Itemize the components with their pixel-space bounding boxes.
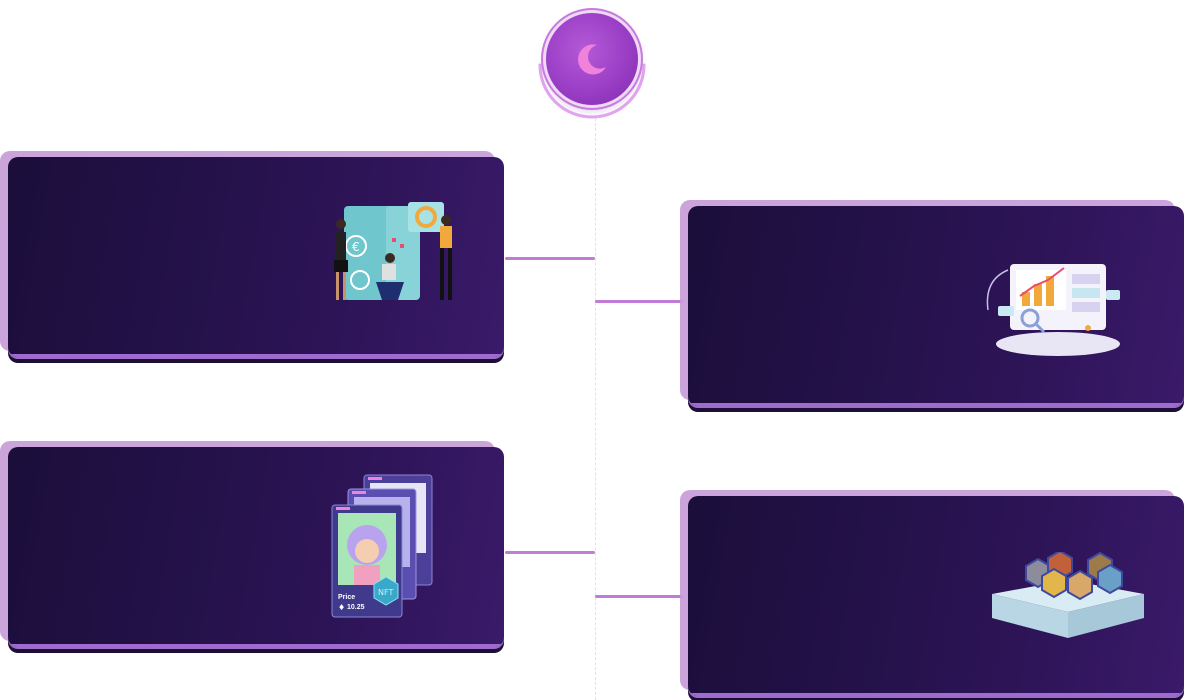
theme-toggle-area — [530, 10, 654, 124]
connector-right-1 — [595, 300, 683, 303]
svg-text:€: € — [352, 240, 360, 254]
timeline-card-analytics — [680, 200, 1185, 410]
moon-icon — [578, 44, 606, 75]
analytics-dashboard-illustration — [986, 264, 1120, 356]
timeline-line — [595, 118, 596, 700]
timeline-card-collection — [680, 490, 1185, 700]
timeline-card-finance: € — [0, 151, 505, 361]
nft-price-label: Price — [338, 594, 356, 601]
toggle-arc — [538, 63, 646, 119]
eth-icon: ♦ — [338, 603, 346, 612]
finance-team-illustration: € — [334, 202, 452, 300]
connector-right-2 — [595, 595, 683, 598]
nft-cards-graphic: NFT — [331, 474, 433, 618]
connector-left-2 — [505, 551, 595, 554]
timeline-card-nft: NFT Price ♦ 10.25 — [0, 441, 505, 651]
connector-left-1 — [505, 257, 595, 260]
nft-price-value: 10.25 — [347, 604, 365, 611]
nft-cards-illustration: NFT Price ♦ 10.25 — [330, 473, 440, 623]
theme-toggle-button[interactable] — [546, 13, 638, 105]
nft-collection-illustration — [992, 552, 1144, 638]
svg-text:NFT: NFT — [378, 588, 393, 597]
